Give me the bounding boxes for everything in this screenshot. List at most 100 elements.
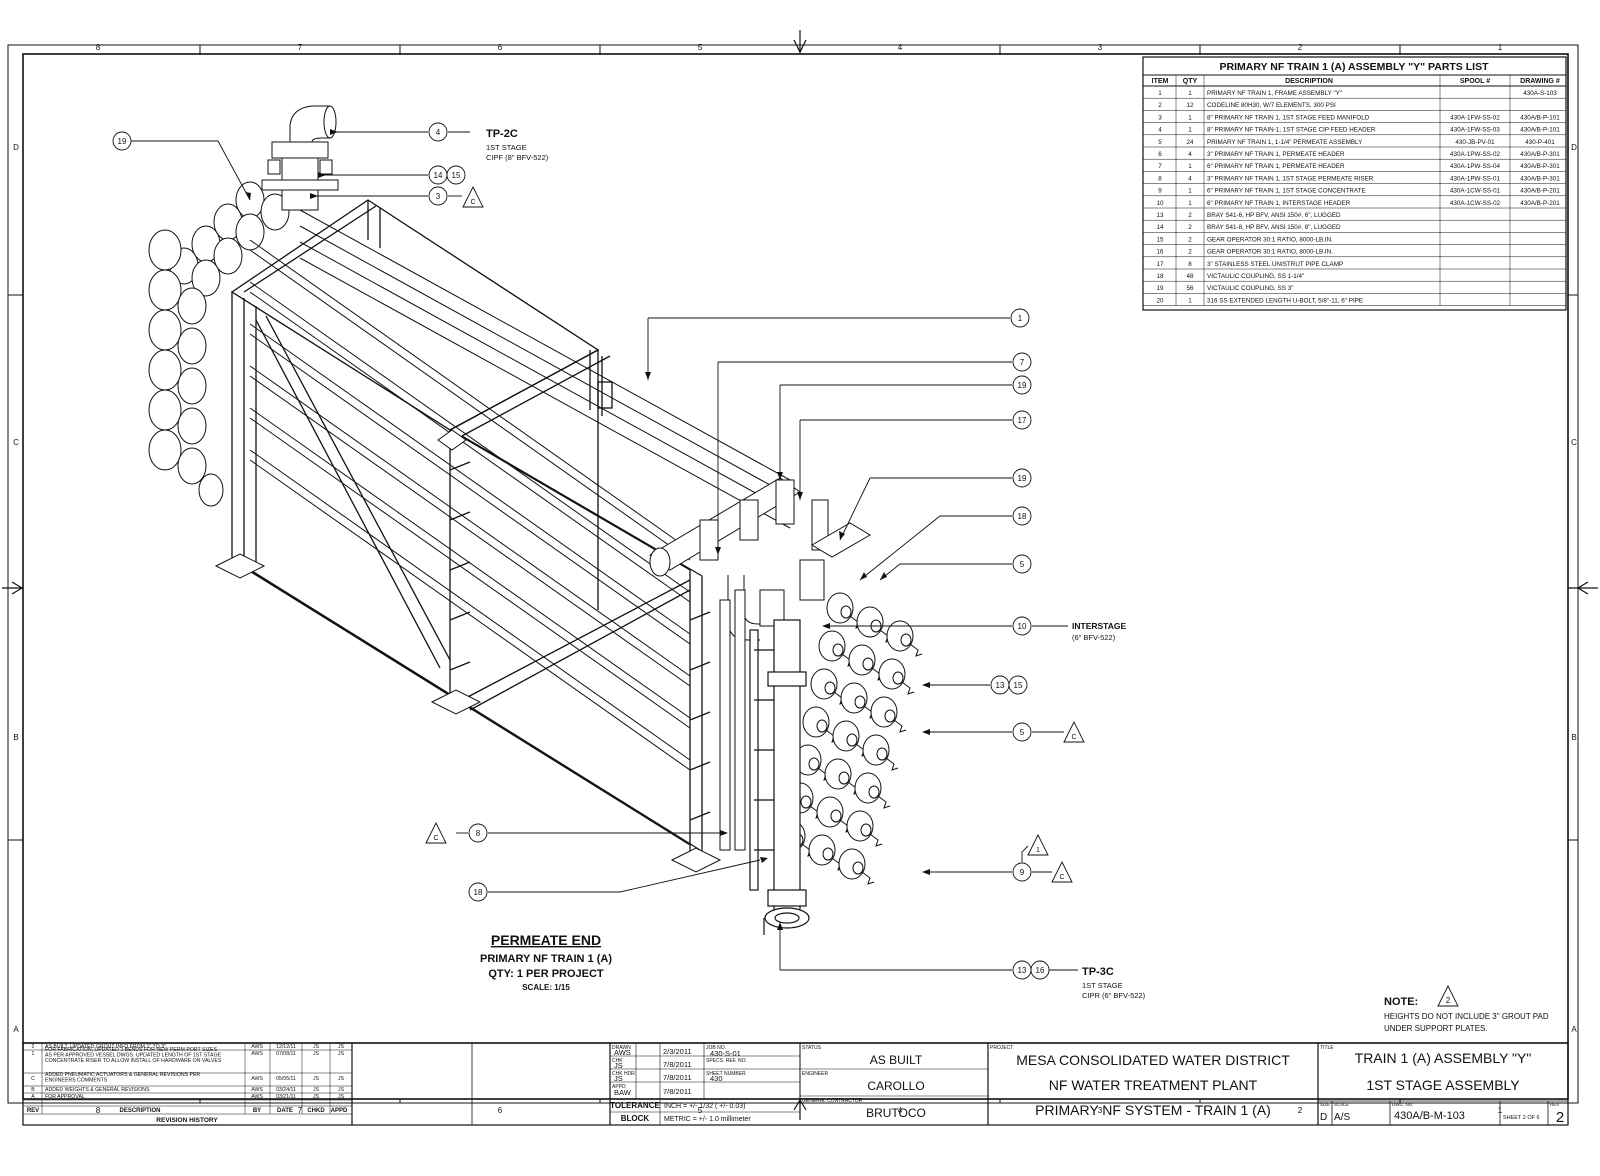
appd-by: BAW bbox=[614, 1088, 632, 1097]
drawn-by: AWS bbox=[614, 1048, 631, 1057]
zone-right-D: D bbox=[1571, 143, 1577, 152]
callout-13-tp3c: 13 bbox=[1018, 966, 1027, 975]
rev-header-appd: APPD bbox=[331, 1108, 348, 1114]
title-line1: TRAIN 1 (A) ASSEMBLY "Y" bbox=[1355, 1050, 1532, 1066]
tp3c-line2: CIPR (6" BFV-522) bbox=[1082, 991, 1146, 1000]
permeate-port bbox=[832, 643, 844, 657]
parts-list: PRIMARY NF TRAIN 1 (A) ASSEMBLY "Y" PART… bbox=[1142, 56, 1567, 311]
vessel-end-cap bbox=[802, 706, 830, 738]
parts-spool: 430A-1CW-SS-01 bbox=[1450, 188, 1501, 195]
callout-19b: 19 bbox=[1018, 474, 1027, 483]
revision-history-label: REVISION HISTORY bbox=[156, 1117, 218, 1124]
view-scale: SCALE: 1/15 bbox=[522, 983, 570, 992]
vessel-outline bbox=[249, 449, 691, 761]
permeate-port bbox=[816, 719, 828, 733]
callout-9: 9 bbox=[1020, 868, 1025, 877]
callout-annotations: TP-2C 1ST STAGE CIPF (8" BFV-522) INTERS… bbox=[486, 128, 1146, 1000]
rev-by: AWS bbox=[251, 1044, 263, 1050]
parts-list-grid bbox=[1143, 75, 1566, 306]
vessel-outline-upper bbox=[299, 225, 791, 497]
vessel-outline bbox=[249, 407, 691, 719]
parts-spool: 430A-1PW-SS-01 bbox=[1450, 175, 1500, 182]
pressure-vessels bbox=[249, 209, 791, 771]
vessel-end-cap bbox=[848, 644, 876, 676]
parts-header-item: ITEM bbox=[1152, 78, 1169, 85]
permeate-nipple bbox=[877, 795, 891, 809]
rev-chkd: JS bbox=[313, 1051, 320, 1057]
parts-qty: 56 bbox=[1186, 285, 1194, 292]
parts-item: 16 bbox=[1156, 249, 1164, 256]
parts-qty: 4 bbox=[1188, 175, 1192, 182]
vessel-end-cap bbox=[832, 720, 860, 752]
permeate-nipple bbox=[901, 681, 915, 695]
parts-description: 6" PRIMARY NF TRAIN 1, PERMEATE HEADER bbox=[1207, 163, 1345, 170]
approvals-block: DRAWN CHK CHK HDR APPD JOB NO. SPECS. RE… bbox=[610, 1043, 800, 1125]
title-block: TITLE TRAIN 1 (A) ASSEMBLY "Y" 1ST STAGE… bbox=[1318, 1045, 1568, 1126]
vessel-outline bbox=[249, 249, 691, 561]
parts-list-title: PRIMARY NF TRAIN 1 (A) ASSEMBLY "Y" PART… bbox=[1220, 61, 1490, 73]
dwg-number: 430A/B-M-103 bbox=[1394, 1110, 1465, 1122]
status-block: STATUS ENGINEER GENERAL CONTRACTOR AS BU… bbox=[800, 1045, 988, 1120]
vessel-outline-upper bbox=[299, 209, 791, 481]
note-line2: UNDER SUPPORT PLATES. bbox=[1384, 1024, 1488, 1033]
zone-bottom-6: 6 bbox=[498, 1106, 503, 1115]
view-line1: PRIMARY NF TRAIN 1 (A) bbox=[480, 953, 612, 965]
zone-right-C: C bbox=[1571, 438, 1577, 447]
parts-drawing: 430A/B-P-101 bbox=[1520, 127, 1560, 134]
parts-item: 15 bbox=[1156, 236, 1164, 243]
rev-date: 03/24/11 bbox=[276, 1087, 296, 1093]
permeate-port bbox=[846, 733, 858, 747]
parts-drawing: 430A/B-P-301 bbox=[1520, 151, 1560, 158]
parts-spool: 430A-1FW-SS-03 bbox=[1450, 127, 1500, 134]
zone-bottom-2: 2 bbox=[1298, 1106, 1303, 1115]
sheet-of: SHEET 2 OF 6 bbox=[1503, 1115, 1540, 1121]
metric-tolerance: METRIC = +/- 1.0 millimeter bbox=[664, 1116, 751, 1123]
parts-description: GEAR OPERATOR 30:1 RATIO, 8000-LB.IN. bbox=[1207, 249, 1333, 256]
rev-date: 07/08/11 bbox=[276, 1051, 296, 1057]
vessel-outline bbox=[249, 281, 691, 593]
vessel-end-cap bbox=[816, 796, 844, 828]
rev-value: 2 bbox=[1556, 1109, 1564, 1126]
callout-17: 17 bbox=[1018, 416, 1027, 425]
inch-tolerance: INCH = +/- 1/32 ( +/- 0.03) bbox=[664, 1103, 746, 1110]
callout-18-left: 18 bbox=[474, 888, 483, 897]
parts-header-qty: QTY bbox=[1183, 78, 1198, 85]
permeate-port bbox=[840, 605, 852, 619]
rev-appd: JS bbox=[338, 1076, 345, 1082]
sheet-no: 430 bbox=[710, 1074, 723, 1083]
zone-top-4: 4 bbox=[898, 43, 903, 52]
parts-description: PRIMARY NF TRAIN 1, 1-1/4" PERMEATE ASSE… bbox=[1207, 139, 1363, 146]
vessel-end-cap bbox=[838, 848, 866, 880]
vessel-end-cap bbox=[870, 696, 898, 728]
parts-description: CODELINE 80H30, W/7 ELEMENTS, 300 PSI bbox=[1207, 102, 1336, 109]
parts-spool: 430A-1PW-SS-02 bbox=[1450, 151, 1500, 158]
parts-qty: 1 bbox=[1188, 297, 1192, 304]
parts-description: 3" STAINLESS STEEL UNISTRUT PIPE CLAMP bbox=[1207, 261, 1343, 268]
vessel-end-cap bbox=[854, 772, 882, 804]
callout-7: 7 bbox=[1020, 358, 1025, 367]
view-line2: QTY: 1 PER PROJECT bbox=[488, 968, 604, 980]
centering-arrows bbox=[2, 30, 1598, 1120]
rev-letter: 1 bbox=[32, 1051, 35, 1057]
callout-18-right: 18 bbox=[1018, 512, 1027, 521]
rev-header-rev: REV bbox=[27, 1108, 39, 1114]
permeate-port bbox=[868, 785, 880, 799]
dwg-label: DWG. NO. bbox=[1392, 1102, 1414, 1107]
tp2c-line1: 1ST STAGE bbox=[486, 143, 527, 152]
vessel-end-cap bbox=[818, 630, 846, 662]
permeate-nipple bbox=[893, 719, 907, 733]
callout-3: 3 bbox=[436, 192, 441, 201]
permeate-port bbox=[884, 709, 896, 723]
permeate-port bbox=[808, 757, 820, 771]
rev-date: 03/21/11 bbox=[276, 1094, 296, 1100]
parts-qty: 2 bbox=[1188, 236, 1192, 243]
